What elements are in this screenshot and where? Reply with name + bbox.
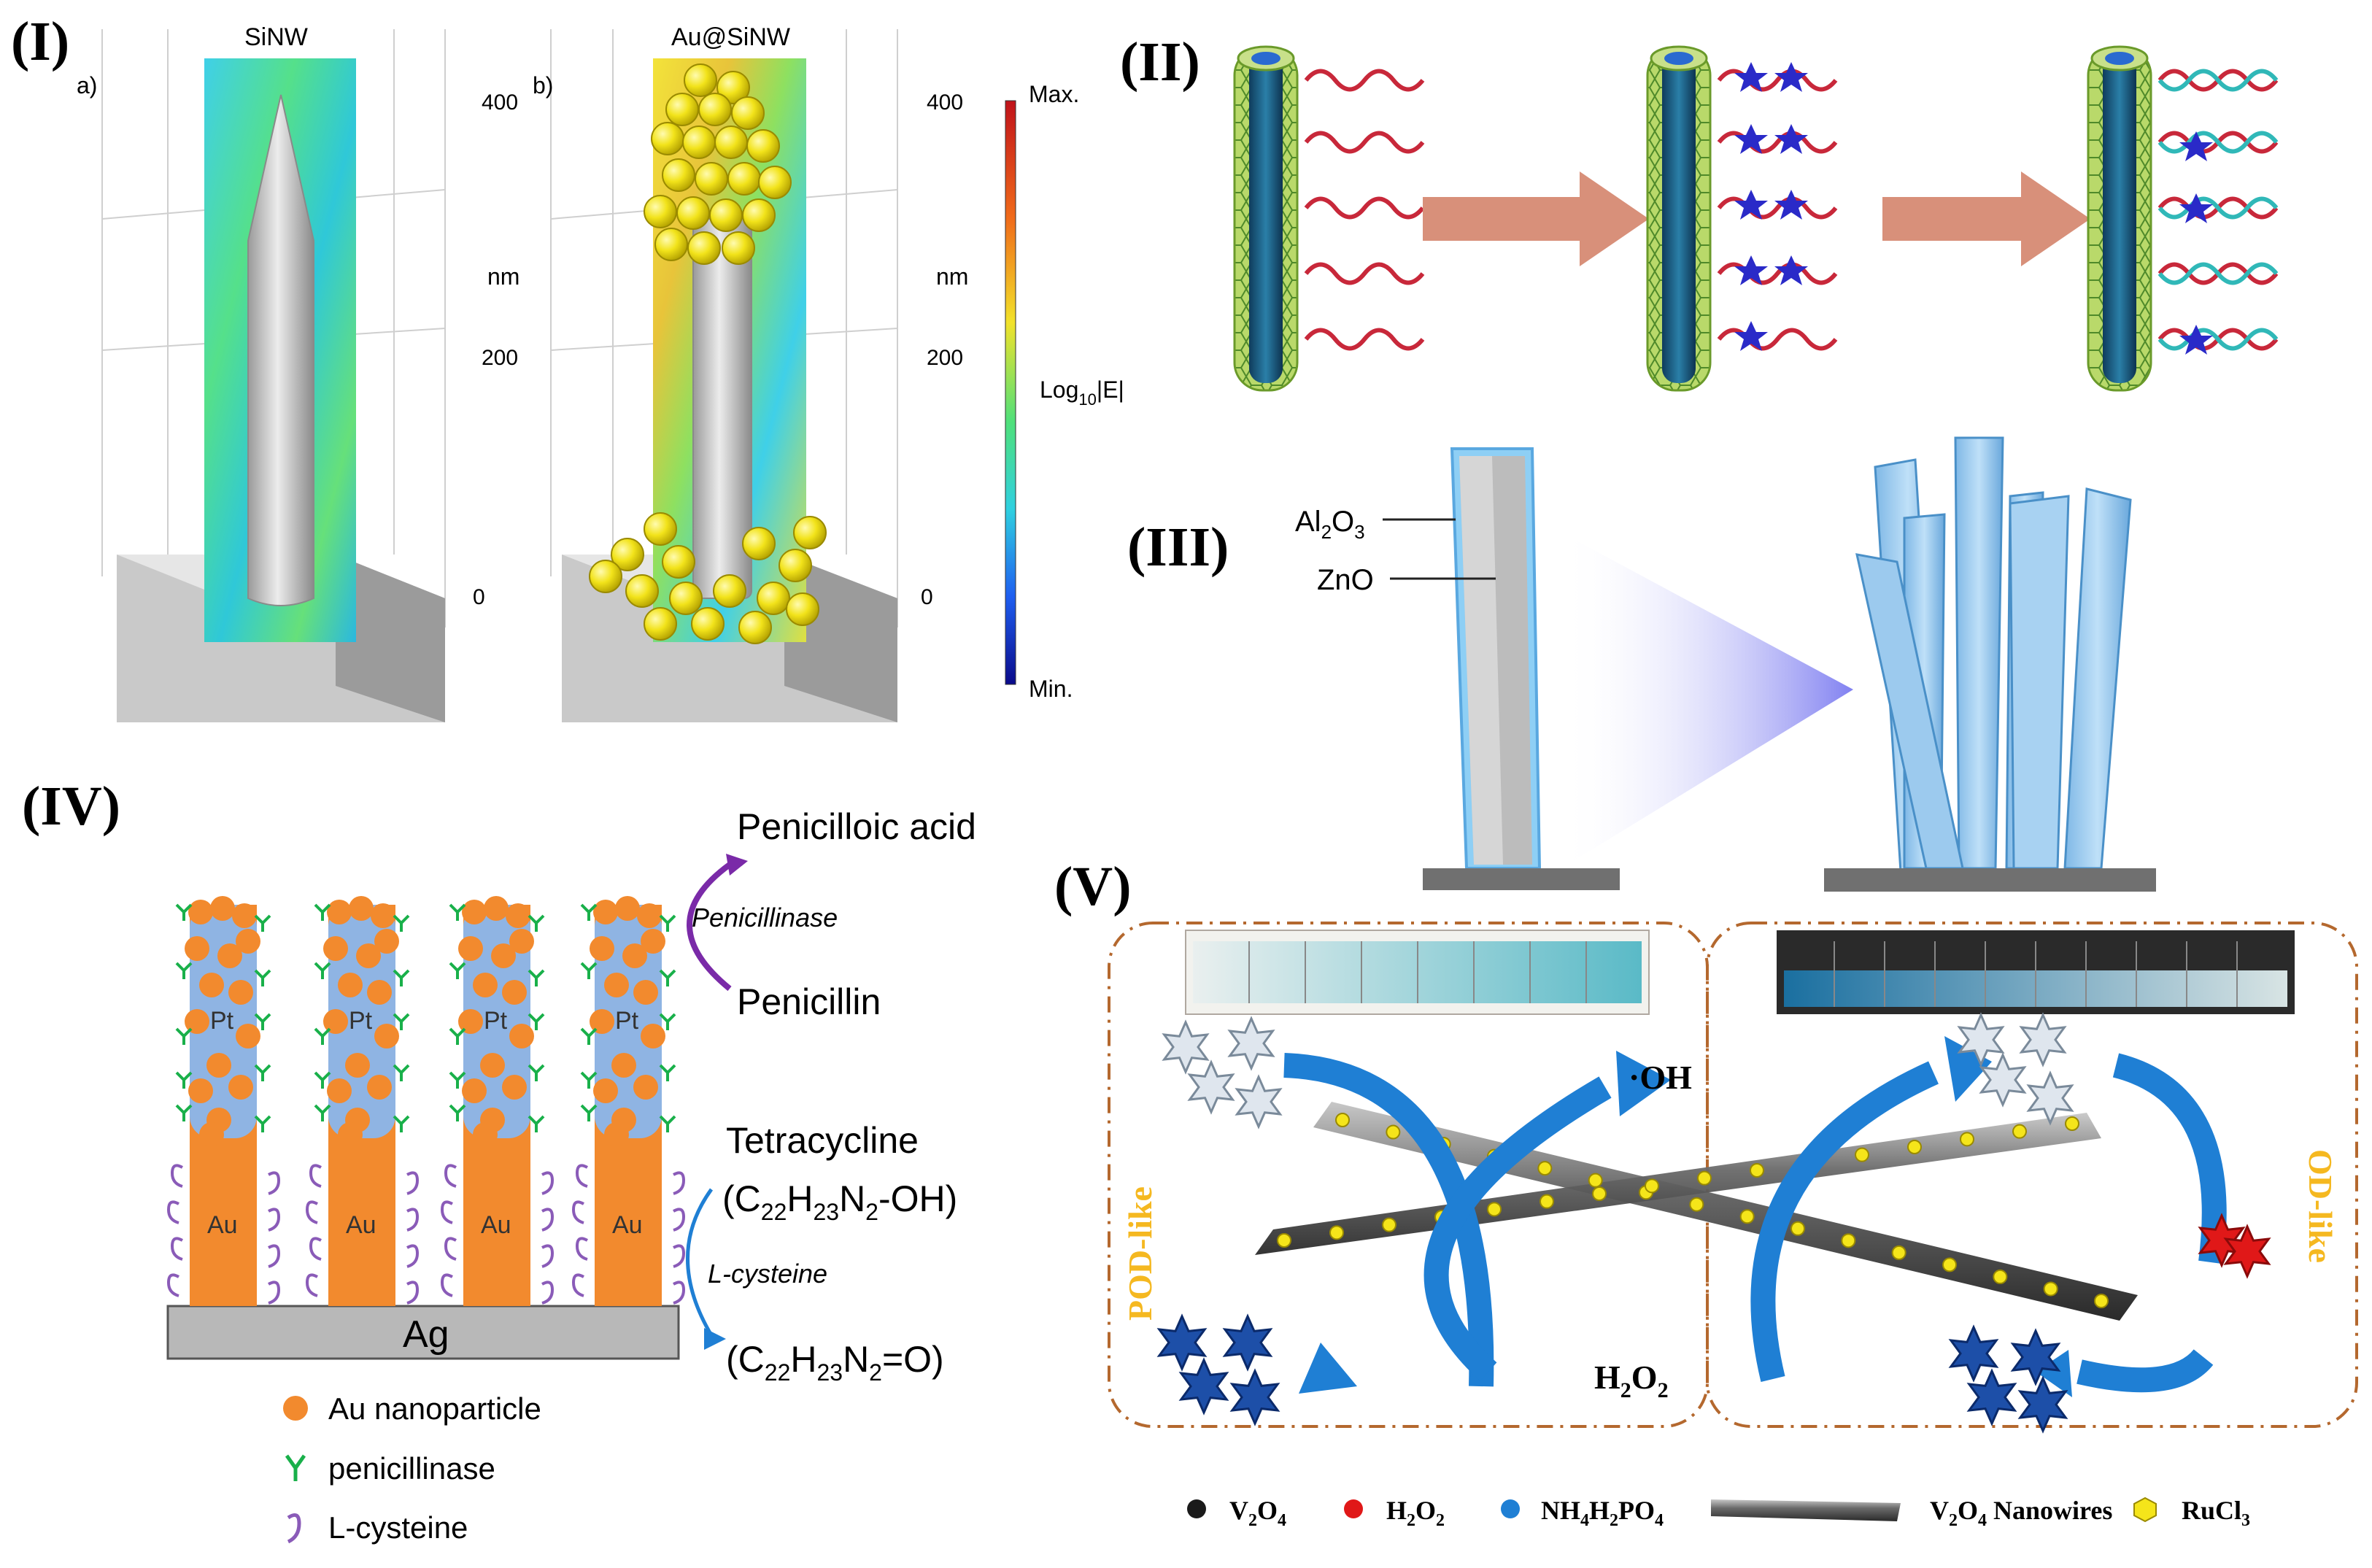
colorbar-label: Log10|E| (1040, 376, 1124, 409)
ausinw-model: b) Au@SiNW 400 200 0 nm (533, 23, 968, 722)
l-cysteine-legend-icon (287, 1513, 301, 1544)
panel-II-label: (II) (1120, 31, 1200, 93)
sinw-wire (247, 94, 314, 606)
nanorod-array (1855, 436, 2132, 873)
panel-I: (I) a) SiNW 400 200 0 nm (11, 11, 1124, 722)
colorbar-max: Max. (1029, 81, 1079, 107)
legend-au-nanoparticle: Au nanoparticle (328, 1391, 541, 1426)
pt-segment-label: Pt (615, 1007, 639, 1035)
v2o4-legend-icon (1187, 1499, 1206, 1518)
unit-a: nm (487, 263, 519, 290)
penicillin-label: Penicillin (737, 981, 881, 1022)
arrow-od-up (1750, 1061, 1939, 1382)
single-nanorod-core (1459, 456, 1503, 865)
arrow-od-right (2112, 1053, 2227, 1264)
au-nanoparticle-legend-icon (283, 1396, 308, 1421)
od-like-label: OD-like (2302, 1149, 2339, 1263)
pt-segment-label: Pt (210, 1007, 234, 1035)
legend-rucl3: RuCl3 (2182, 1496, 2250, 1530)
pod-like-label: POD-like (1121, 1186, 1159, 1321)
light-beam (1561, 533, 1853, 868)
penicilloic-acid-label: Penicilloic acid (737, 806, 976, 847)
catalytic-arrows (1283, 1053, 2227, 1393)
tick-0-a: 0 (473, 585, 485, 609)
panel-IV-label: (IV) (22, 776, 120, 837)
legend-nh4h2po4: NH4H2PO4 (1541, 1496, 1664, 1530)
tick-200-a: 200 (482, 346, 518, 370)
star-clusters (1156, 1012, 2271, 1434)
panel-IV-legend: Au nanoparticle penicillinase L-cysteine (283, 1391, 541, 1545)
au-nanoparticles-bottom (589, 512, 827, 644)
au-segment-label: Au (612, 1211, 643, 1239)
sinw-model: a) SiNW 400 200 0 nm (77, 23, 519, 722)
l-cysteine-linker-label: L-cysteine (708, 1259, 827, 1289)
tetracycline-reaction: Tetracycline (C22H23N2-OH) L-cysteine (C… (686, 1120, 957, 1386)
au-segment-label: Au (207, 1211, 238, 1239)
ag-label: Ag (403, 1313, 449, 1356)
panel-V-label: (V) (1054, 856, 1132, 917)
rucl3-legend-icon (2133, 1496, 2157, 1523)
sub-b-label: b) (533, 72, 553, 99)
tick-400-a: 400 (482, 90, 518, 115)
pt-segment-label: Pt (349, 1007, 373, 1035)
au-nanoparticles-top (644, 63, 792, 265)
zno-label: ZnO (1317, 564, 1374, 596)
legend-v2o4: V2O4 (1229, 1496, 1286, 1530)
nanotube-stage-3 (2087, 45, 2279, 392)
panel-V-legend: V2O4 H2O2 NH4H2PO4 V2O4 Nanowires RuCl3 (1187, 1496, 2250, 1530)
formula-oh: (C22H23N2-OH) (722, 1178, 957, 1225)
h2o2-legend-icon (1344, 1499, 1363, 1518)
colorbar: Max. Min. Log10|E| (1005, 81, 1124, 702)
penicillin-reaction: Penicilloic acid Penicillinase Penicilli… (687, 806, 976, 1022)
tick-0-b: 0 (921, 585, 933, 609)
pt-segment-label: Pt (484, 1007, 508, 1035)
tick-200-b: 200 (927, 346, 963, 370)
panel-III: (III) Al2O3 ZnO (1127, 436, 2156, 892)
penicillinase-enzyme-label: Penicillinase (692, 903, 838, 932)
panel-I-label: (I) (11, 11, 69, 72)
hydroxyl-radical-label: ·OH (1629, 1059, 1692, 1096)
nh4h2po4-legend-icon (1501, 1499, 1520, 1518)
sinw-title: SiNW (244, 23, 308, 51)
ausinw-title: Au@SiNW (671, 23, 790, 51)
nanowire-legend-icon (1711, 1499, 1901, 1521)
array-substrate (1824, 868, 2156, 892)
formula-o: (C22H23N2=O) (726, 1339, 944, 1386)
arrow-stage-1-2 (1423, 171, 1649, 266)
al2o3-label: Al2O3 (1295, 506, 1365, 543)
legend-penicillinase: penicillinase (328, 1451, 495, 1486)
h2o2-label: H2O2 (1594, 1359, 1669, 1402)
sub-a-label: a) (77, 72, 97, 99)
legend-h2o2: H2O2 (1386, 1496, 1445, 1530)
single-rod-substrate (1423, 868, 1620, 890)
au-segment-label: Au (346, 1211, 376, 1239)
nanotube-stage-1 (1233, 45, 1425, 392)
nanotube-stage-2 (1646, 45, 1838, 392)
arrow-pod-down (1283, 1053, 1494, 1387)
colorbar-min: Min. (1029, 676, 1073, 702)
tetracycline-label: Tetracycline (726, 1120, 919, 1161)
au-segment-label: Au (481, 1211, 511, 1239)
arrow-od-bottom (2077, 1348, 2214, 1393)
v2o4-nanowires (1255, 1102, 2138, 1321)
arrow-stage-2-3 (1882, 171, 2090, 266)
legend-v2o4-nanowires: V2O4 Nanowires (1930, 1496, 2112, 1530)
ag-substrate (166, 1305, 680, 1360)
tick-400-b: 400 (927, 90, 963, 115)
panel-V: (V) ·OH H2O2 PO (1054, 856, 2358, 1530)
legend-l-cysteine: L-cysteine (328, 1510, 468, 1545)
arrow-pod-up (1423, 1076, 1612, 1381)
panel-III-label: (III) (1127, 517, 1229, 578)
penicillinase-legend-icon (285, 1454, 306, 1481)
unit-b: nm (936, 263, 968, 290)
panel-II: (II) (1120, 31, 2279, 392)
